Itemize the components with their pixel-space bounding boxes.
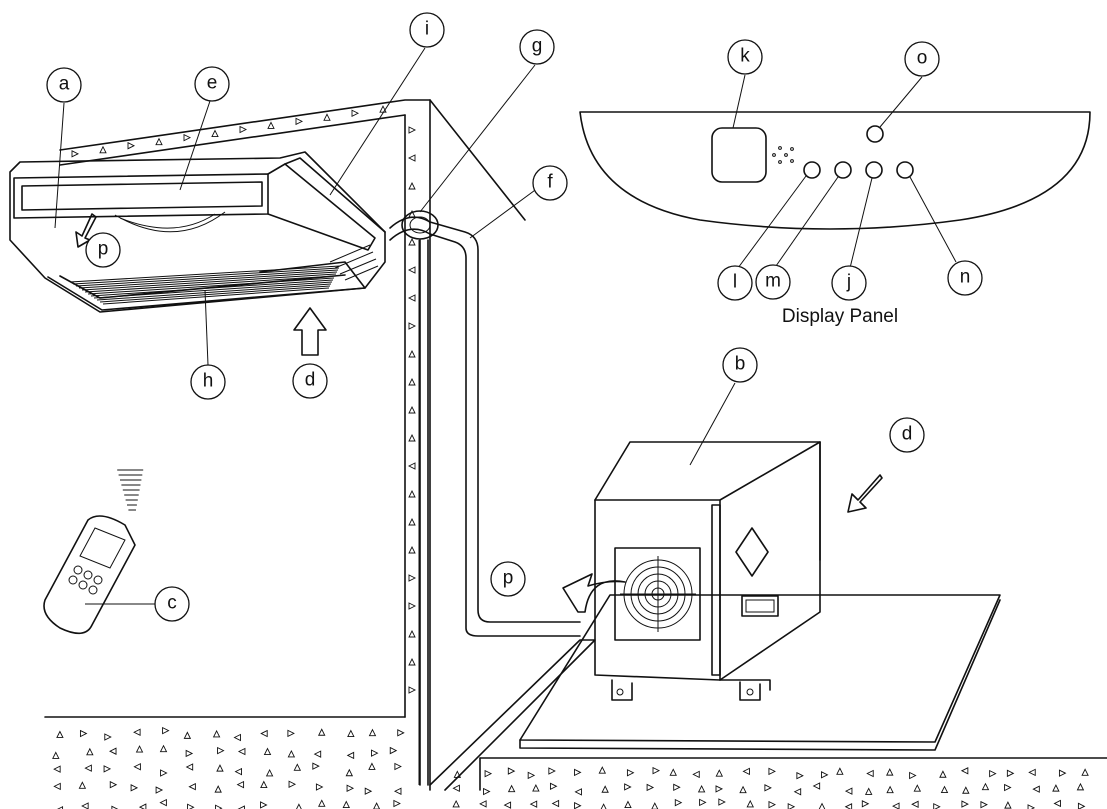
callout-o: o [904, 41, 940, 77]
callout-f: f [532, 165, 568, 201]
svg-text:p: p [503, 568, 514, 589]
callout-a: a [46, 67, 82, 103]
panel-button-j [865, 161, 883, 179]
callout-g: g [519, 29, 555, 65]
refrigerant-pipe [389, 210, 596, 791]
svg-text:g: g [532, 36, 543, 57]
svg-text:a: a [59, 74, 70, 95]
svg-text:j: j [846, 272, 851, 293]
display-panel: Display Panel [579, 111, 1091, 327]
panel-button-m [834, 161, 852, 179]
svg-text:d: d [902, 424, 913, 445]
callout-j: j [831, 265, 867, 301]
leader-lines [54, 47, 957, 605]
callout-c: c [154, 586, 190, 622]
indicator-dots [772, 146, 794, 164]
panel-button-n [896, 161, 914, 179]
callout-l: l [717, 265, 753, 301]
ground-floor [44, 716, 1107, 809]
callout-k: k [727, 39, 763, 75]
svg-text:l: l [733, 272, 737, 293]
svg-text:f: f [547, 172, 553, 193]
svg-text:p: p [98, 239, 109, 260]
receiver-window [866, 125, 884, 143]
callout-i: i [409, 12, 445, 48]
svg-text:o: o [917, 48, 928, 69]
callout-d-outdoor: d [889, 417, 925, 453]
callout-b: b [722, 347, 758, 383]
outdoor-unit [519, 441, 1001, 751]
display-screen [711, 127, 767, 183]
svg-text:k: k [740, 46, 750, 67]
callout-n: n [947, 260, 983, 296]
svg-text:d: d [305, 370, 316, 391]
indoor-unit [9, 151, 386, 356]
svg-text:c: c [167, 593, 177, 614]
callout-e: e [194, 66, 230, 102]
svg-text:i: i [425, 19, 429, 40]
svg-text:n: n [960, 267, 971, 288]
remote-control-illustration [43, 469, 144, 635]
callout-p-outdoor: p [490, 561, 526, 597]
panel-button-l [803, 161, 821, 179]
callout-d-indoor: d [292, 363, 328, 399]
svg-text:b: b [735, 354, 746, 375]
callout-h: h [190, 364, 226, 400]
callout-m: m [755, 264, 791, 300]
svg-text:h: h [203, 371, 214, 392]
svg-text:e: e [207, 73, 218, 94]
wall-ceiling [59, 99, 526, 791]
panel-caption: Display Panel [782, 306, 898, 327]
callout-p-indoor: p [85, 232, 121, 268]
svg-text:m: m [765, 271, 781, 292]
